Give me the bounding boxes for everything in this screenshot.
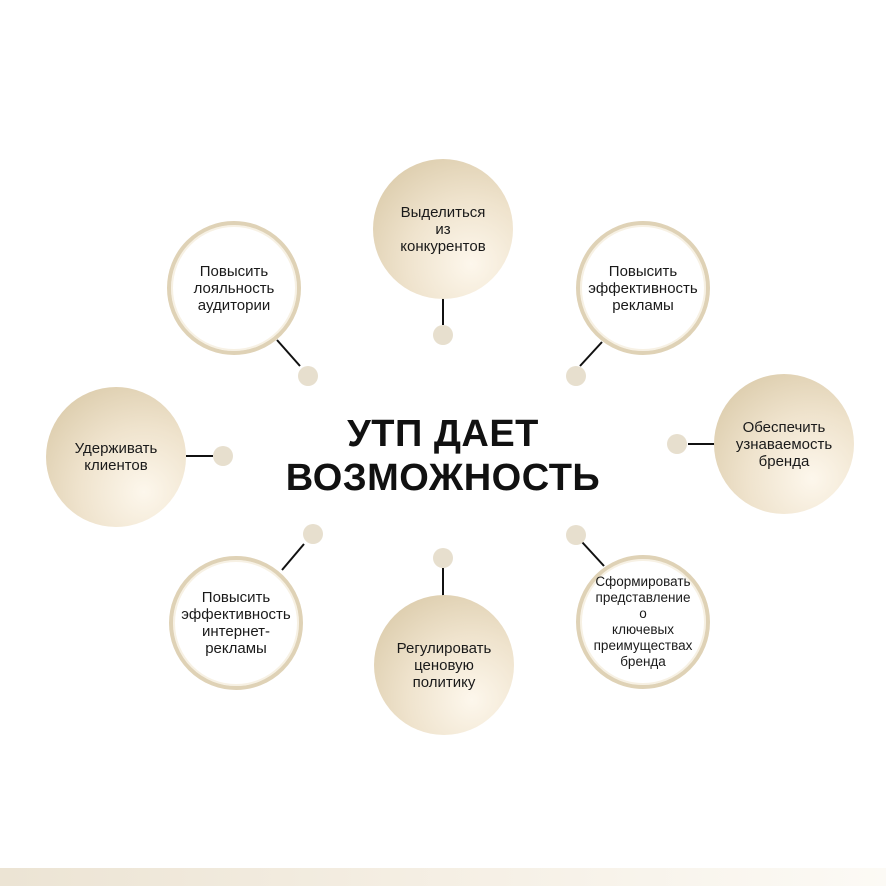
node-text-line: бренда (620, 654, 666, 669)
node-text-line: Выделиться (400, 203, 486, 221)
center-title: УТП ДАЕТ ВОЗМОЖНОСТЬ (243, 412, 643, 500)
connector-line (579, 341, 603, 367)
node-stand-out: Выделиться из конкурентов (373, 159, 513, 299)
node-text-line: рекламы (612, 296, 674, 314)
node-audience-loyalty: Повысить лояльность аудитории (167, 221, 301, 355)
node-text-line: интернет- (201, 623, 271, 640)
connector-dot (433, 325, 453, 345)
node-text-line: политику (412, 673, 476, 691)
node-text-line: эффективность (181, 606, 291, 623)
node-ad-efficiency: Повысить эффективность рекламы (576, 221, 710, 355)
node-text-line: конкурентов (400, 237, 486, 255)
connector-dot (303, 524, 323, 544)
node-text-line: ключевых (612, 622, 674, 637)
node-retain-clients: Удерживать клиентов (46, 387, 186, 527)
node-text-line: клиентов (84, 457, 148, 474)
connector-dot (566, 525, 586, 545)
node-text-line: преимуществах (593, 638, 693, 653)
node-text-line: Повысить (608, 262, 678, 280)
connector-dot (298, 366, 318, 386)
node-internet-ad-efficiency: Повысить эффективность интернет- рекламы (169, 556, 303, 690)
node-pricing-policy: Регулировать ценовую политику (374, 595, 514, 735)
connector-dot (213, 446, 233, 466)
node-text-line: Удерживать (74, 440, 158, 457)
node-text-line: узнаваемость (735, 435, 833, 453)
bottom-decorative-bar (0, 868, 886, 886)
center-title-line-2: ВОЗМОЖНОСТЬ (285, 457, 601, 499)
connector-dot (667, 434, 687, 454)
node-text-line: эффективность (588, 279, 698, 297)
node-brand-advantages: Сформировать представление о ключевых пр… (576, 555, 710, 689)
node-text-line: Регулировать (396, 639, 492, 657)
node-text-line: Повысить (199, 262, 269, 280)
center-title-line-1: УТП ДАЕТ (347, 413, 539, 455)
node-text-line: лояльность (193, 279, 275, 297)
node-text-line: бренда (758, 452, 810, 470)
connector-line (581, 541, 605, 567)
node-text-line: аудитории (197, 296, 271, 314)
connector-line (276, 339, 301, 367)
connector-line (281, 543, 305, 571)
node-text-line: Обеспечить (742, 418, 826, 436)
node-text-line: рекламы (205, 640, 267, 657)
node-text-line: Повысить (201, 589, 271, 606)
node-text-line: представление о (595, 590, 691, 621)
node-text-line: из (435, 220, 451, 238)
node-text-line: Сформировать (595, 574, 691, 589)
node-brand-awareness: Обеспечить узнаваемость бренда (714, 374, 854, 514)
connector-dot (566, 366, 586, 386)
connector-dot (433, 548, 453, 568)
node-text-line: ценовую (414, 656, 474, 674)
